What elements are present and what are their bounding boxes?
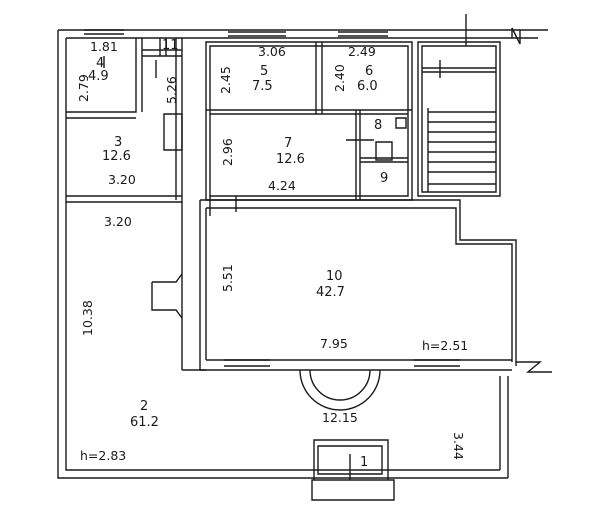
tick-marks <box>103 14 467 480</box>
dim-room2-w-total: 12.15 <box>322 410 358 425</box>
room-number-3: 3 <box>114 135 122 150</box>
room-area-3: 12.6 <box>102 149 131 164</box>
dim-room2-h: 10.38 <box>80 300 95 336</box>
room-number-7: 7 <box>284 136 292 151</box>
toilet-icon <box>375 141 393 161</box>
door-room3 <box>163 113 183 151</box>
room-area-5: 7.5 <box>252 79 273 94</box>
dim-room10-w: 7.95 <box>320 336 348 351</box>
stair-steps <box>422 67 496 192</box>
room-number-9: 9 <box>380 171 388 186</box>
room-number-10: 10 <box>326 269 343 284</box>
dim-room4-h: 2.79 <box>76 74 91 102</box>
corridor-door <box>159 38 167 56</box>
door-room10 <box>151 273 183 319</box>
room-area-10: 42.7 <box>316 285 345 300</box>
room-area-6: 6.0 <box>357 79 378 94</box>
room-area-2: 61.2 <box>130 415 159 430</box>
wall-jag <box>511 27 548 45</box>
room-number-2: 2 <box>140 399 148 414</box>
dim-right-h: 3.44 <box>451 432 466 460</box>
wall-7-8 <box>355 110 408 200</box>
bay-arch <box>299 369 381 411</box>
dim-room6-w: 2.49 <box>348 44 376 59</box>
height-lower: h=2.83 <box>80 448 126 463</box>
room-number-8: 8 <box>374 118 382 133</box>
dim-room7-w: 4.24 <box>268 178 296 193</box>
dim-room5-w: 3.06 <box>258 44 286 59</box>
dim-room5-h: 2.45 <box>218 66 233 94</box>
stair-well <box>417 41 501 197</box>
dim-room3-w: 3.20 <box>108 172 136 187</box>
dim-room10-h: 5.51 <box>220 264 235 292</box>
room-number-6: 6 <box>365 64 373 79</box>
room-area-7: 12.6 <box>276 152 305 167</box>
wall-corridor <box>142 38 183 200</box>
room-number-5: 5 <box>260 64 268 79</box>
height-upper: h=2.51 <box>422 338 468 353</box>
room-number-4: 4 <box>96 56 104 71</box>
outer-wall <box>57 29 520 479</box>
entrance-porch <box>311 439 395 501</box>
dim-room4-w: 1.81 <box>90 39 118 54</box>
dim-room7-h: 2.96 <box>220 138 235 166</box>
dim-corridor-h: 5.26 <box>164 76 179 104</box>
room-area-4: 4.9 <box>88 69 109 84</box>
windows <box>84 29 460 367</box>
wall-right-lower <box>499 361 552 478</box>
sink-icon <box>395 117 407 129</box>
room-number-1: 1 <box>360 455 368 470</box>
wall-upper-inner <box>209 45 409 197</box>
dim-room6-h: 2.40 <box>332 64 347 92</box>
wall-5-6 <box>206 42 412 115</box>
wall-room3 <box>66 117 182 203</box>
dim-room2-w: 3.20 <box>104 214 132 229</box>
room-number-11: 11 <box>162 38 179 53</box>
wall-room10 <box>199 199 517 371</box>
